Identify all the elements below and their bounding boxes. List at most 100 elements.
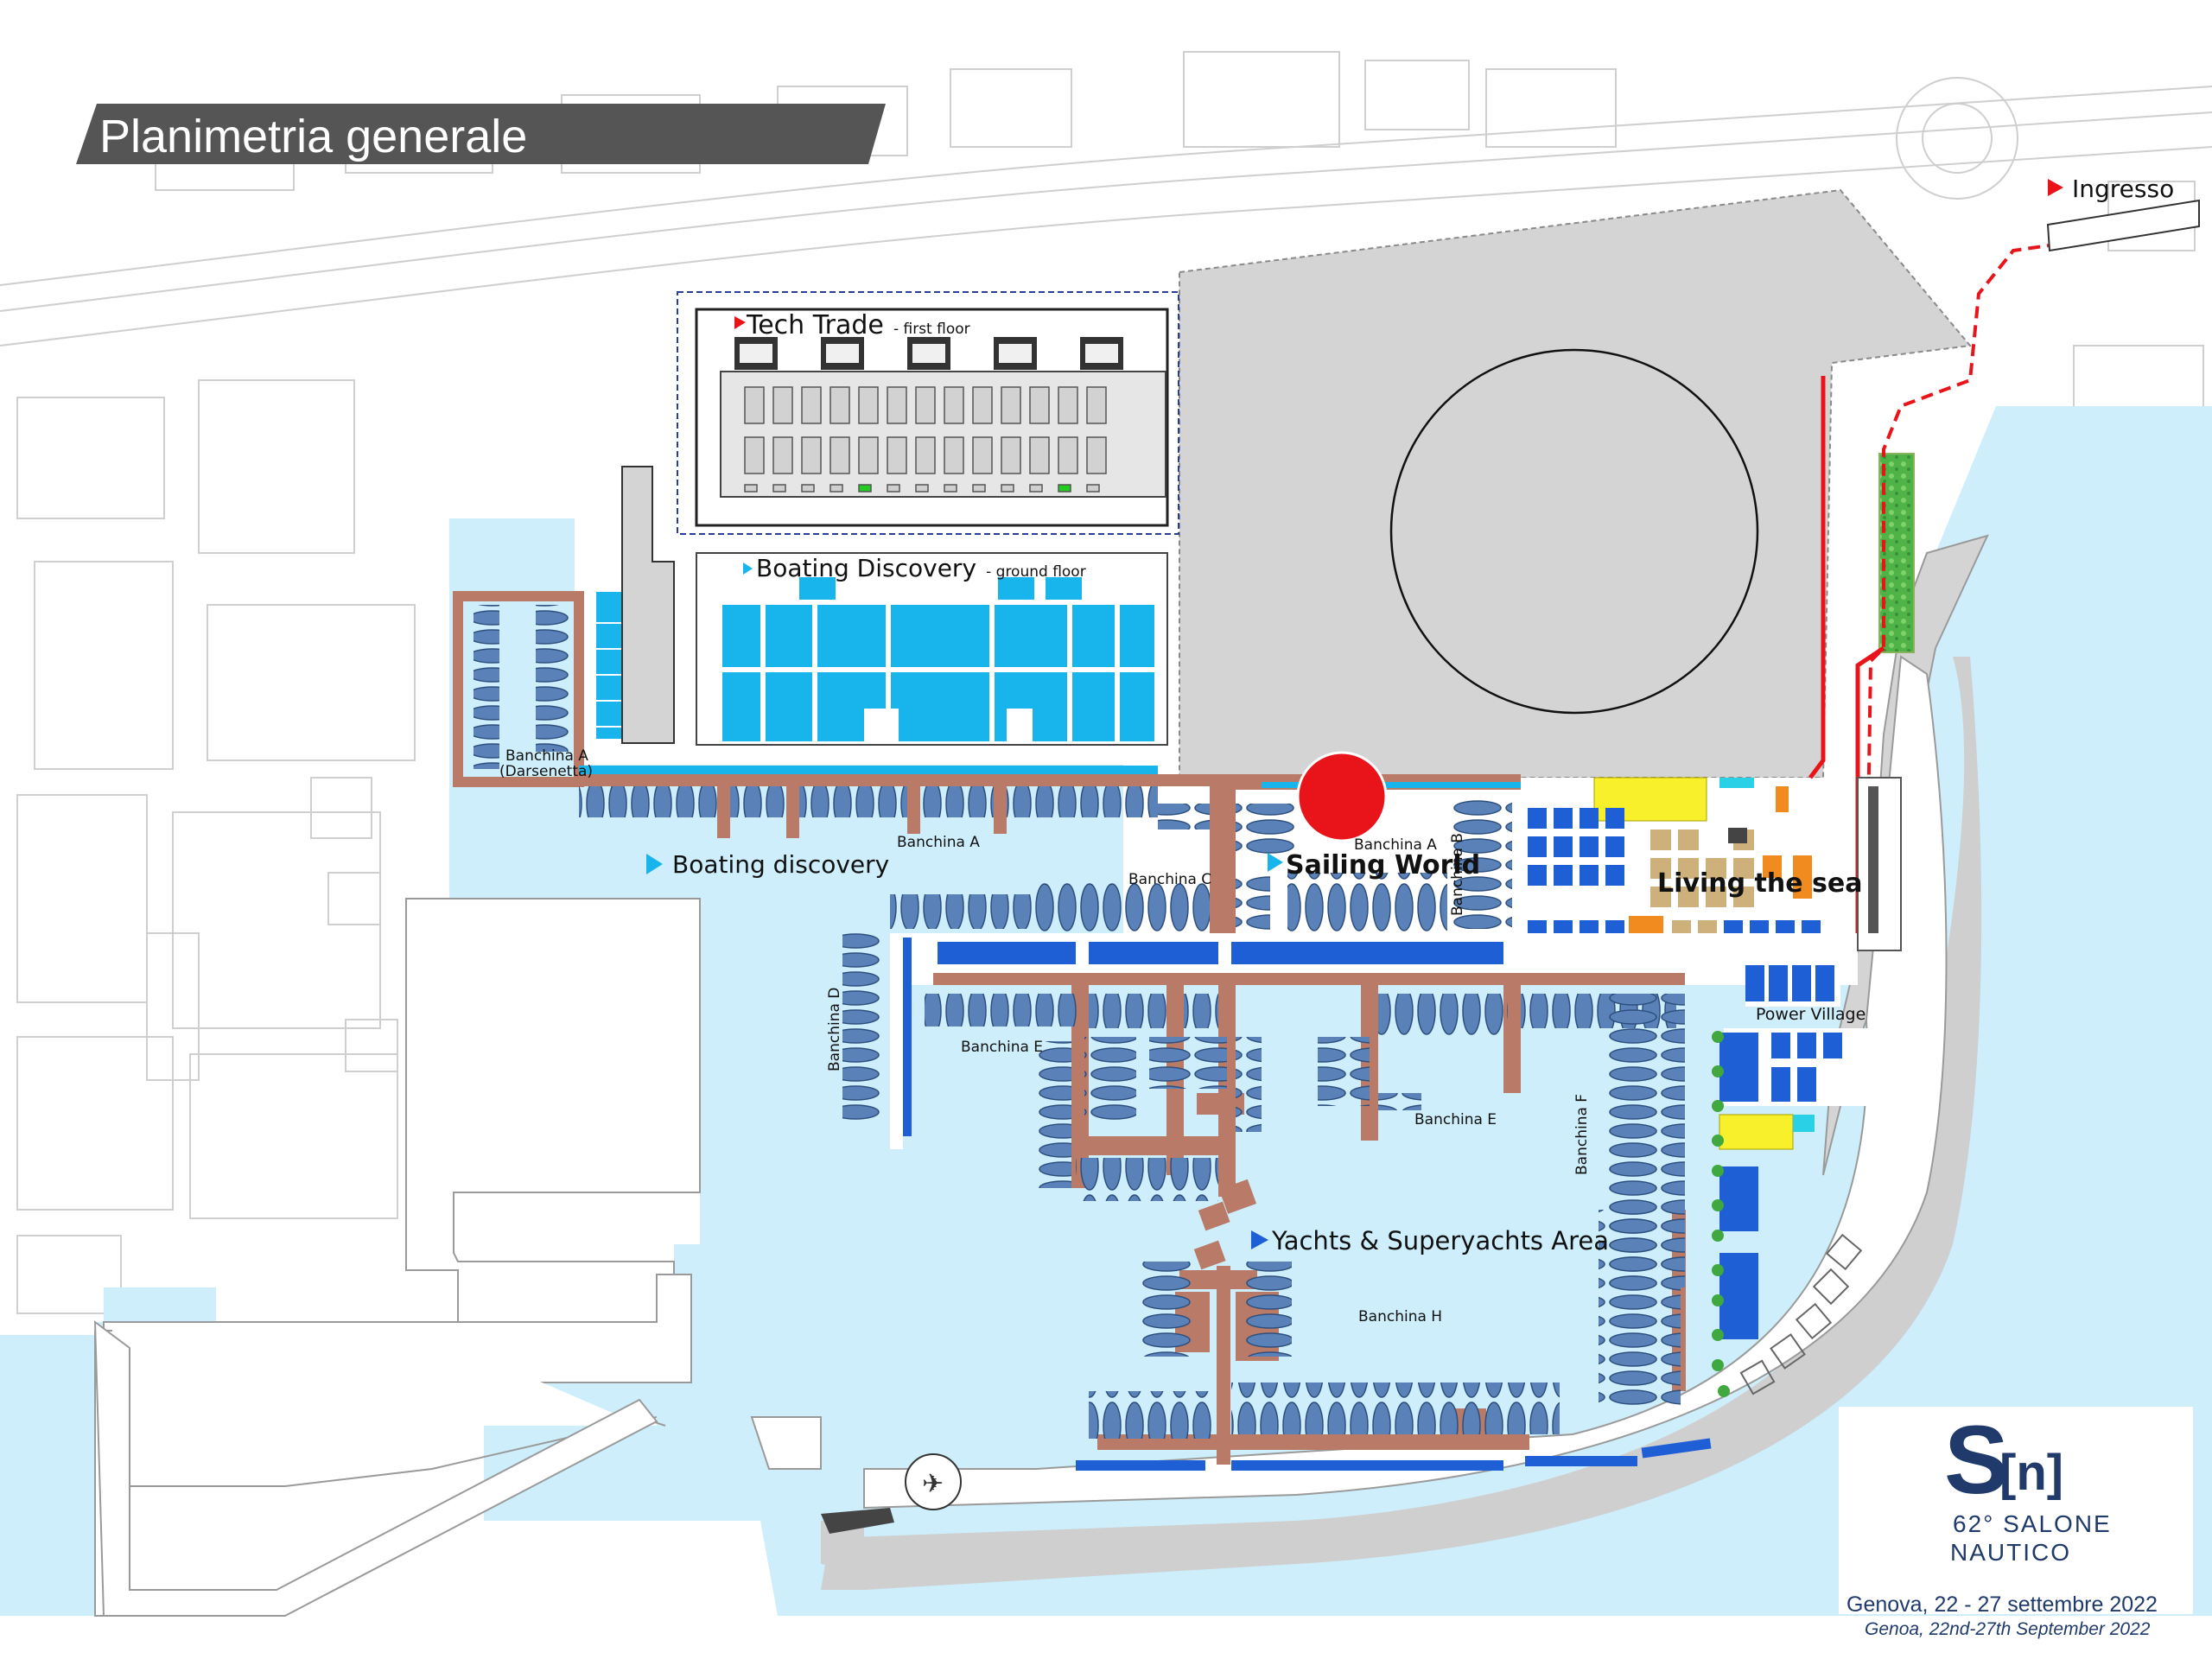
stand (887, 484, 900, 493)
stand (1001, 436, 1021, 474)
stand (1728, 828, 1747, 843)
stand (1580, 808, 1599, 829)
tech-trade-label: Tech Trade - first floor (746, 310, 970, 340)
boating-discovery-building-label: Boating Discovery - ground floor (756, 554, 1086, 582)
yachts-area-label: Yachts & Superyachts Area (1271, 1226, 1609, 1255)
svg-text:✈: ✈ (922, 1469, 944, 1499)
stand (1029, 436, 1050, 474)
event-logo: S [n] 62° SALONE NAUTICO (1839, 1406, 2193, 1614)
stand (1733, 858, 1754, 879)
stand (887, 436, 907, 474)
main-quay (890, 933, 1858, 1149)
tech-trade-stands (734, 337, 1123, 493)
stand (858, 386, 879, 424)
pier-label-darsenetta-2: (Darsenetta) (499, 763, 593, 780)
stand (1605, 836, 1624, 857)
stand (972, 436, 993, 474)
pier-label-e-right: Banchina E (1414, 1111, 1497, 1128)
pier-label-a-main: Banchina A (897, 834, 980, 851)
red-route-2 (1808, 376, 1826, 779)
stand (1086, 484, 1100, 493)
living-the-sea-label: Living the sea (1657, 868, 1862, 899)
power-village-label: Power Village (1756, 1005, 1866, 1024)
moored-boats (925, 994, 1685, 1439)
stand (1650, 830, 1671, 850)
stand (1001, 484, 1014, 493)
stand (1528, 836, 1547, 857)
stand (858, 484, 872, 493)
boating-discovery-water-arrow-icon (646, 854, 663, 874)
stand (858, 436, 879, 474)
boating-discovery-arrow-icon (743, 563, 753, 575)
stand (1554, 808, 1573, 829)
stand (1086, 436, 1107, 474)
stand (1528, 808, 1547, 829)
stand (912, 344, 945, 363)
sailing-world-arrow-icon (1268, 853, 1283, 872)
round-pavilion (1389, 348, 1759, 715)
stand (915, 484, 929, 493)
yachts-arrow-icon (1251, 1230, 1268, 1249)
stand (830, 386, 850, 424)
banchina-a-quay (579, 766, 1521, 933)
darsenetta (453, 591, 622, 787)
stand (915, 386, 936, 424)
east-jetty (1857, 777, 1902, 951)
event-date-en: Genoa, 22nd-27th September 2022 (1865, 1619, 2151, 1639)
stand (1580, 836, 1599, 857)
stand (772, 484, 786, 493)
stand (744, 484, 758, 493)
stand (744, 436, 765, 474)
pier-label-darsenetta-1: Banchina A (505, 747, 588, 765)
stand (972, 386, 993, 424)
stand (1763, 855, 1782, 878)
page-title: Planimetria generale (99, 111, 527, 162)
stand (972, 484, 986, 493)
logo-line-1: 62° SALONE (1953, 1510, 2112, 1537)
stand (772, 386, 793, 424)
stand (1029, 386, 1050, 424)
stand (1058, 386, 1078, 424)
stand (1650, 887, 1671, 907)
stand (801, 484, 815, 493)
stand (772, 436, 793, 474)
entrance-arrow-icon (2048, 179, 2063, 196)
stand (999, 344, 1032, 363)
east-promenade-walk (863, 655, 1948, 1510)
logo-line-2: NAUTICO (1950, 1539, 2071, 1566)
stand (1706, 887, 1726, 907)
pier-label-c: Banchina C (1128, 871, 1211, 888)
stand (1029, 484, 1043, 493)
banchina-d-boats (842, 933, 881, 1123)
pier-label-e-left: Banchina E (961, 1039, 1043, 1056)
red-route-1 (1865, 232, 2135, 934)
stand (1554, 865, 1573, 886)
stand (1706, 858, 1726, 879)
stand (887, 386, 907, 424)
stand (944, 436, 964, 474)
stand (1058, 436, 1078, 474)
stand (830, 484, 843, 493)
stand (1086, 386, 1107, 424)
pier-label-b: Banchina B (1449, 833, 1466, 916)
tech-trade-arrow-icon (734, 316, 746, 329)
stand (1793, 855, 1812, 899)
pier-label-f: Banchina F (1573, 1094, 1591, 1175)
stand (744, 386, 765, 424)
stand (1678, 887, 1699, 907)
sailing-world-basin (890, 778, 1521, 933)
location-marker (1296, 751, 1388, 842)
stand (1528, 865, 1547, 886)
stand (826, 344, 859, 363)
stand (1580, 865, 1599, 886)
south-quay-stands (1076, 1438, 1712, 1471)
stand (1001, 386, 1021, 424)
stand (1650, 858, 1671, 879)
stand (1605, 808, 1624, 829)
stand (1733, 887, 1754, 907)
pier-label-h: Banchina H (1358, 1308, 1442, 1325)
logo-mark-s: S (1944, 1406, 2009, 1514)
boating-discovery-water-label: Boating discovery (672, 850, 889, 879)
stand (830, 436, 850, 474)
